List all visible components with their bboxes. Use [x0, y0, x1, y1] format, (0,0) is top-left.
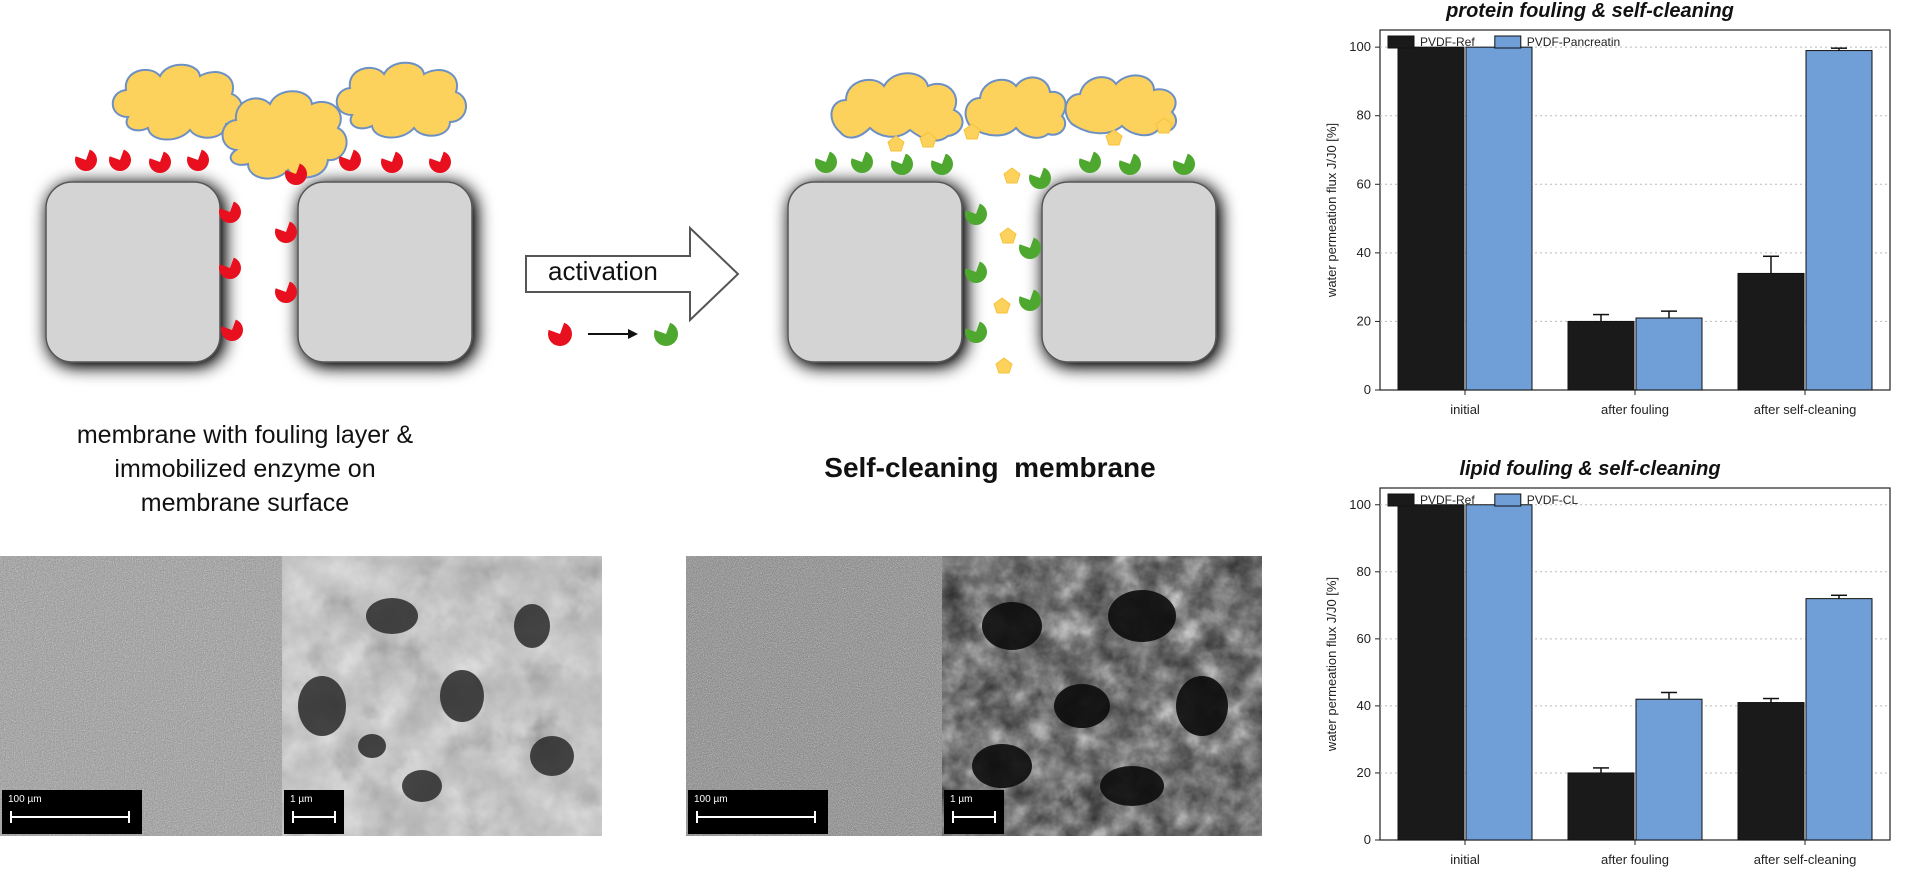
bar — [1567, 320, 1635, 391]
activation-arrow — [525, 225, 740, 346]
caption-line: membrane with fouling layer & — [76, 421, 414, 449]
legend-swatch — [1387, 493, 1415, 507]
scale-label: 1 µm — [950, 794, 973, 805]
bar — [1635, 698, 1703, 841]
scale-label: 100 µm — [694, 794, 728, 805]
fouled-membrane-caption: membrane with fouling layer & immobilize… — [30, 418, 460, 520]
arrow-right-icon — [588, 329, 638, 339]
self-cleaning-caption: Self-cleaning membrane — [824, 452, 1156, 483]
legend-label: PVDF-Pancreatin — [1527, 35, 1620, 49]
plot-frame — [1379, 29, 1891, 391]
protein-fouling-chart: 0 20 40 60 80 100 water permeation flux J/J0 [… — [1324, 29, 1891, 417]
protein-chart-title: protein fouling & self-cleaning — [1446, 0, 1734, 22]
scale-label: 100 µm — [8, 794, 42, 805]
scale-bar: 1 µm — [284, 790, 344, 834]
membrane-block-right — [1041, 181, 1217, 363]
legend-swatch — [1387, 35, 1415, 49]
bar — [1567, 772, 1635, 841]
y-tick-label: 0 — [1364, 382, 1371, 397]
caption-line: immobilized enzyme on — [114, 455, 376, 483]
self-cleaning-membrane-diagram — [787, 72, 1217, 374]
x-tick-label: initial — [1450, 852, 1480, 867]
bar — [1397, 504, 1465, 841]
x-tick-label: after fouling — [1601, 852, 1669, 867]
legend-swatch — [1494, 35, 1522, 49]
inactive-enzymes — [75, 149, 451, 341]
micrograph-fouled-pore-detail: 1 µm — [282, 556, 602, 836]
y-tick-label: 0 — [1364, 832, 1371, 847]
active-enzymes — [815, 151, 1195, 343]
x-tick-label: after self-cleaning — [1754, 402, 1857, 417]
y-tick-label: 40 — [1357, 698, 1371, 713]
micrograph-fouled-surface: 100 µm — [0, 556, 282, 836]
bar — [1737, 272, 1805, 391]
inactive-enzyme-icon — [548, 322, 572, 346]
pore-texture — [942, 556, 1262, 836]
bar — [1805, 598, 1873, 841]
micrograph-clean-pore-detail: 1 µm — [942, 556, 1262, 836]
membrane-block-right — [297, 181, 473, 363]
y-tick-label: 60 — [1357, 176, 1371, 191]
y-tick-label: 20 — [1357, 313, 1371, 328]
bar — [1635, 317, 1703, 391]
partially-degraded-foulant — [830, 72, 1177, 142]
bar — [1737, 702, 1805, 841]
micrograph-clean-surface: 100 µm — [686, 556, 942, 836]
y-axis-label: water permeation flux J/J0 [%] — [1324, 123, 1339, 298]
y-tick-label: 40 — [1357, 245, 1371, 260]
legend-label: PVDF-Ref — [1420, 493, 1475, 507]
y-tick-label: 100 — [1349, 39, 1371, 54]
bar — [1397, 46, 1465, 391]
bar — [1465, 504, 1533, 841]
bar — [1805, 50, 1873, 391]
surface-texture — [0, 556, 282, 836]
activation-label: activation — [548, 256, 658, 286]
foulant-clouds-left — [111, 61, 467, 180]
membrane-block-left — [45, 181, 221, 363]
bar — [1465, 46, 1533, 391]
active-enzyme-icon — [654, 322, 678, 346]
fouled-membrane-diagram — [45, 61, 473, 363]
y-axis-label: water permeation flux J/J0 [%] — [1324, 577, 1339, 752]
x-tick-label: after self-cleaning — [1754, 852, 1857, 867]
scale-bar: 100 µm — [2, 790, 142, 834]
membrane-block-left — [787, 181, 963, 363]
surface-texture — [686, 556, 942, 836]
scale-bar: 1 µm — [944, 790, 1004, 834]
legend-swatch — [1494, 493, 1522, 507]
x-tick-label: after fouling — [1601, 402, 1669, 417]
y-tick-label: 80 — [1357, 564, 1371, 579]
y-tick-label: 80 — [1357, 108, 1371, 123]
scale-bar: 100 µm — [688, 790, 828, 834]
legend-label: PVDF-CL — [1527, 493, 1579, 507]
scale-label: 1 µm — [290, 794, 313, 805]
caption-line: membrane surface — [140, 489, 350, 517]
plot-frame — [1379, 487, 1891, 841]
y-tick-label: 60 — [1357, 631, 1371, 646]
x-tick-label: initial — [1450, 402, 1480, 417]
foulant-fragments — [887, 117, 1173, 374]
legend-label: PVDF-Ref — [1420, 35, 1475, 49]
lipid-fouling-chart: 0 20 40 60 80 100 water permeation flux J/J0 [… — [1324, 487, 1891, 867]
pore-texture — [282, 556, 602, 836]
y-tick-label: 20 — [1357, 765, 1371, 780]
lipid-chart-title: lipid fouling & self-cleaning — [1459, 458, 1721, 480]
y-tick-label: 100 — [1349, 497, 1371, 512]
